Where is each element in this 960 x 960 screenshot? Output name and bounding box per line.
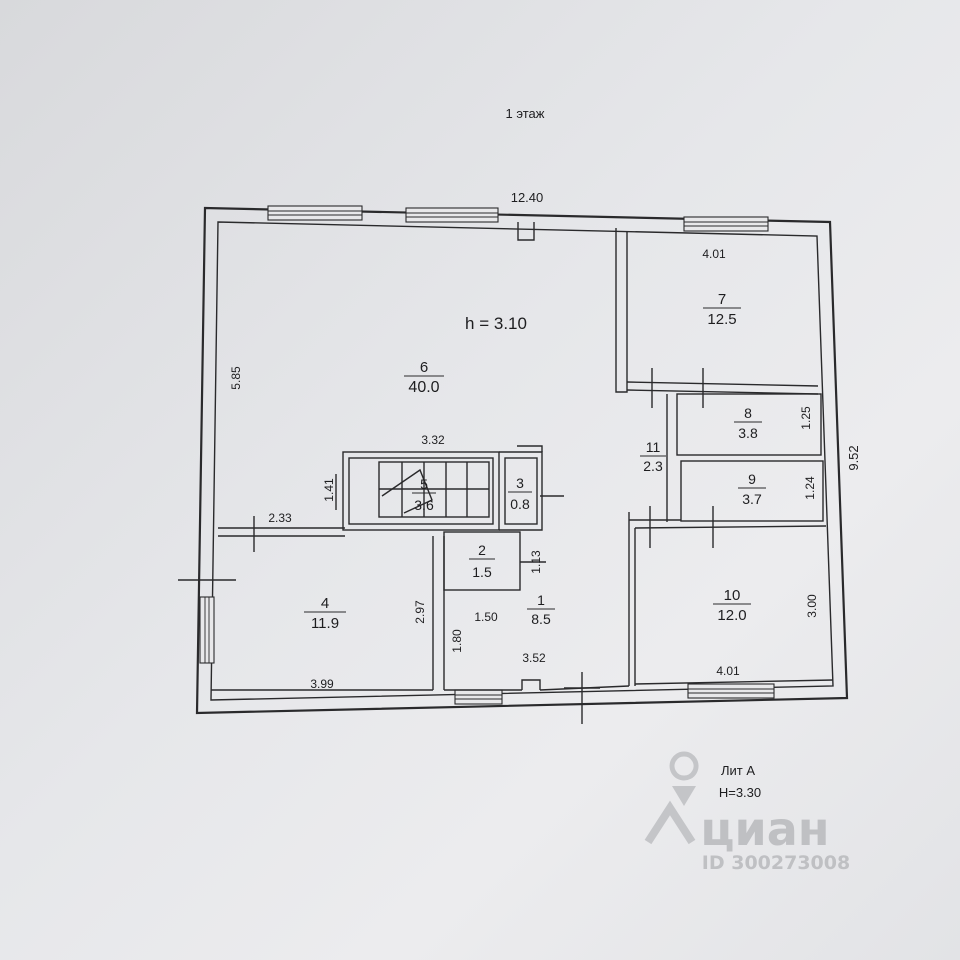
room-1: 1 8.5 (527, 592, 555, 627)
room-9: 9 3.7 (738, 471, 766, 507)
room-2-number: 2 (478, 542, 486, 558)
room-6-number: 6 (420, 359, 428, 376)
dim-stair-depth: 1.41 (322, 478, 336, 502)
room-11-area: 2.3 (643, 458, 663, 474)
room-7: 7 12.5 (703, 291, 741, 328)
room-5: 5 3.6 (412, 476, 436, 513)
dim-room10-depth: 3.00 (805, 594, 819, 618)
room-6: 6 40.0 (404, 359, 444, 396)
staircase (378, 461, 490, 518)
room-8-number: 8 (744, 405, 752, 421)
dim-150: 1.50 (474, 610, 498, 624)
dim-room7-width: 4.01 (702, 247, 726, 261)
room-11-number: 11 (646, 439, 661, 455)
door-marks (178, 368, 714, 724)
room-7-area: 12.5 (707, 311, 736, 328)
room-3-area: 0.8 (510, 496, 530, 512)
window-top-2 (405, 207, 499, 223)
room-10: 10 12.0 (713, 587, 751, 624)
room-1-number: 1 (537, 592, 545, 608)
exterior-walls (195, 206, 849, 715)
wall-pilaster-top (517, 222, 535, 241)
room-8-area: 3.8 (738, 425, 758, 441)
dim-room8-depth: 1.25 (799, 406, 813, 430)
dim-room4-depth: 2.97 (413, 600, 427, 624)
overall-depth: 9.52 (846, 445, 861, 470)
room-2: 2 1.5 (469, 542, 495, 580)
dim-233: 2.33 (268, 511, 292, 525)
dim-room9-depth: 1.24 (803, 476, 817, 500)
watermark-brand: циан (700, 802, 829, 856)
dim-room6-depth: 5.85 (229, 366, 243, 390)
ceiling-height: h = 3.10 (465, 314, 527, 333)
window-bottom-1 (454, 689, 503, 705)
room-10-area: 12.0 (717, 607, 746, 624)
dim-stair-width: 3.32 (421, 433, 445, 447)
room-9-number: 9 (748, 471, 756, 487)
room-2-area: 1.5 (472, 564, 492, 580)
room-6-area: 40.0 (408, 379, 439, 396)
dim-room1-width: 3.52 (522, 651, 546, 665)
room-7-number: 7 (718, 291, 726, 308)
window-top-1 (267, 205, 363, 221)
lit-label: Лит А (721, 763, 755, 778)
window-left (199, 596, 215, 664)
window-bottom-2 (687, 683, 775, 699)
room-10-number: 10 (724, 587, 741, 604)
room-5-number: 5 (420, 476, 428, 492)
lit-height: H=3.30 (719, 785, 761, 800)
room-5-area: 3.6 (414, 497, 434, 513)
room-4-number: 4 (321, 595, 329, 612)
window-top-3 (683, 216, 769, 232)
dim-room2-depth: 1.13 (529, 550, 543, 574)
room-4: 4 11.9 (304, 595, 346, 632)
overall-width: 12.40 (511, 190, 544, 205)
floor-title: 1 этаж (506, 106, 545, 121)
dim-180: 1.80 (450, 629, 464, 653)
room-8: 8 3.8 (734, 405, 762, 441)
room-11: 11 2.3 (640, 439, 666, 474)
cian-pin-icon (669, 751, 699, 806)
room-9-area: 3.7 (742, 491, 762, 507)
dim-room10-width: 4.01 (716, 664, 740, 678)
interior-partitions (211, 228, 834, 691)
room-3-number: 3 (516, 475, 524, 491)
room-1-area: 8.5 (531, 611, 551, 627)
wall-pilaster-bottom (521, 679, 541, 690)
cian-logo-icon (644, 800, 696, 845)
room-3: 3 0.8 (508, 475, 532, 512)
watermark-id: ID 300273008 (702, 852, 850, 874)
room-4-area: 11.9 (311, 615, 339, 632)
dim-room4-width: 3.99 (310, 677, 334, 691)
